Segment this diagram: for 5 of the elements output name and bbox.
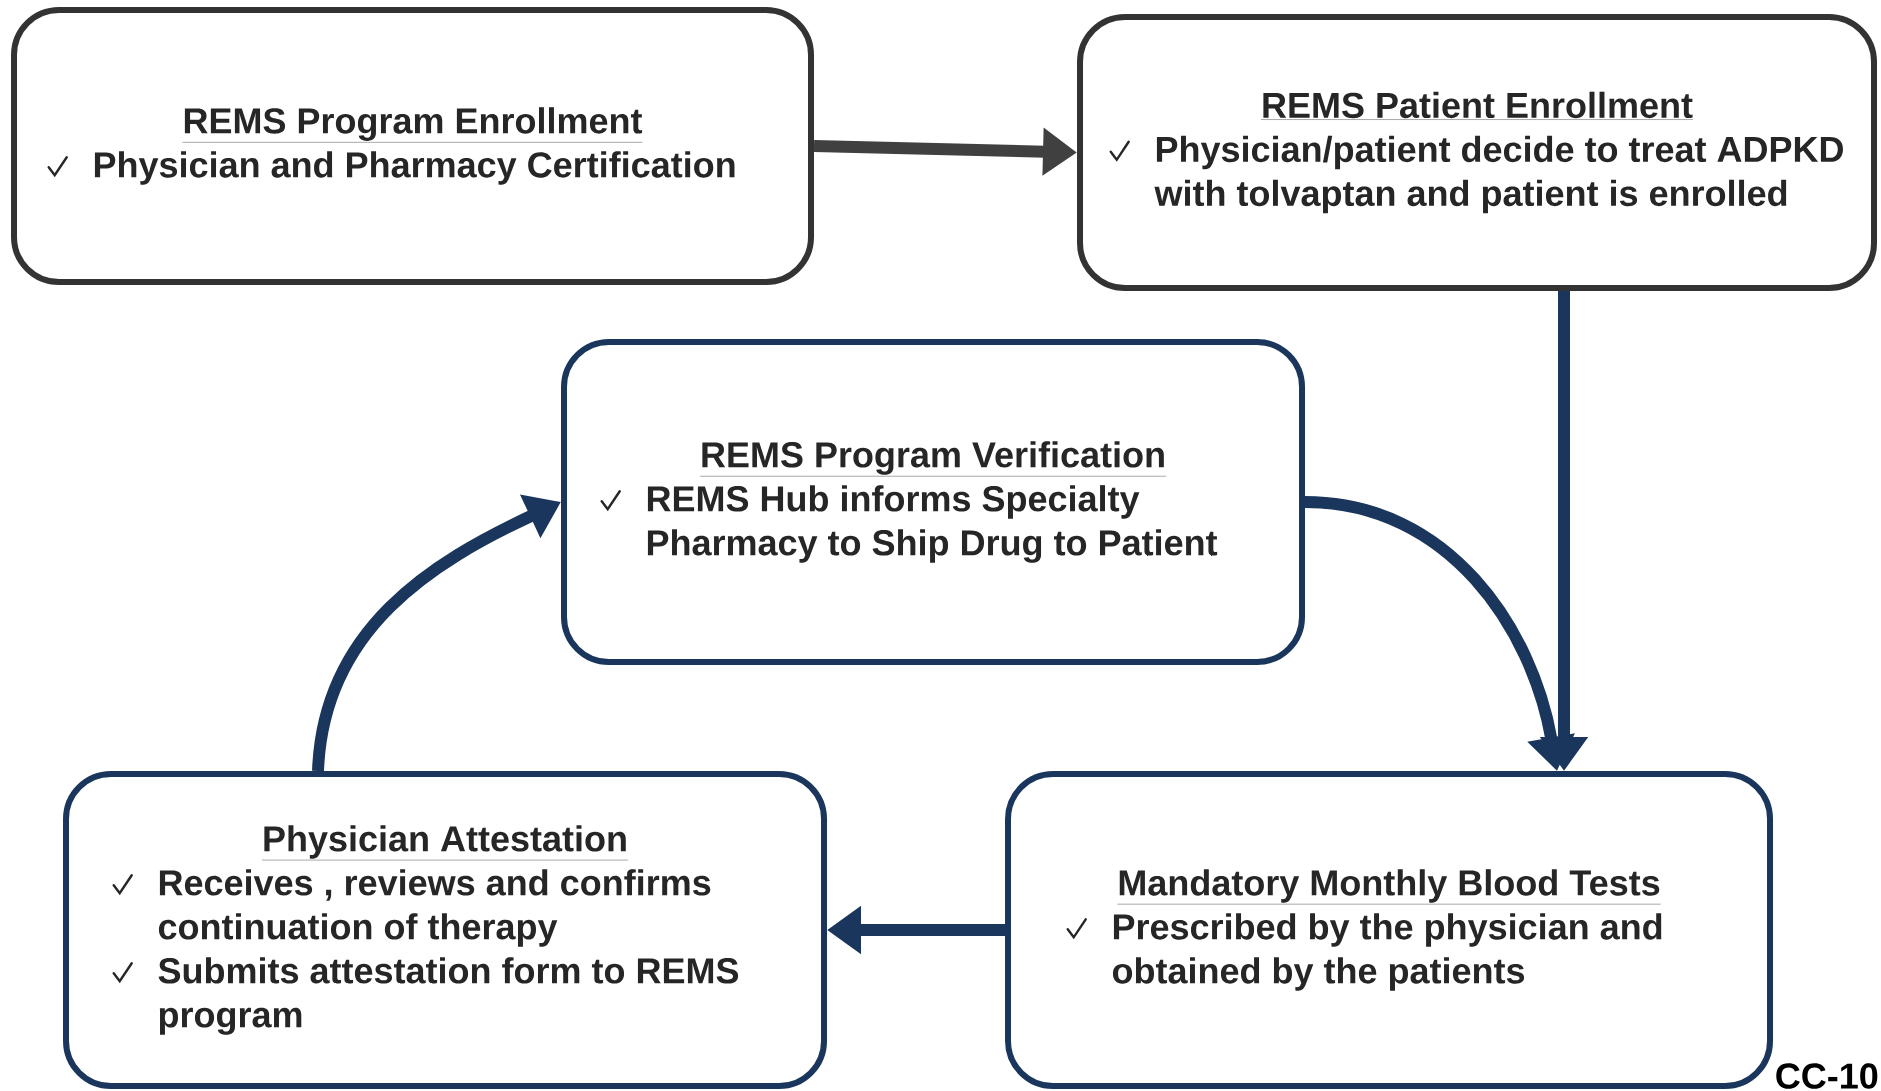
process-box: Mandatory Monthly Blood Tests Prescribed by the physician and obtained by the patients — [1005, 771, 1773, 1089]
process-box: REMS Program Verification REMS Hub informs Specialty Pharmacy to Ship Drug to Patient — [561, 339, 1305, 665]
process-box: REMS Program Enrollment Physician and Pharmacy Certification — [11, 7, 814, 285]
process-box: Physician Attestation Receives , reviews and confirms continuation of therapy Submits attestation form to REMS program — [63, 771, 827, 1089]
process-box: REMS Patient Enrollment Physician/patient decide to treat ADPKD with tolvaptan and patient is enrolled — [1077, 14, 1877, 291]
